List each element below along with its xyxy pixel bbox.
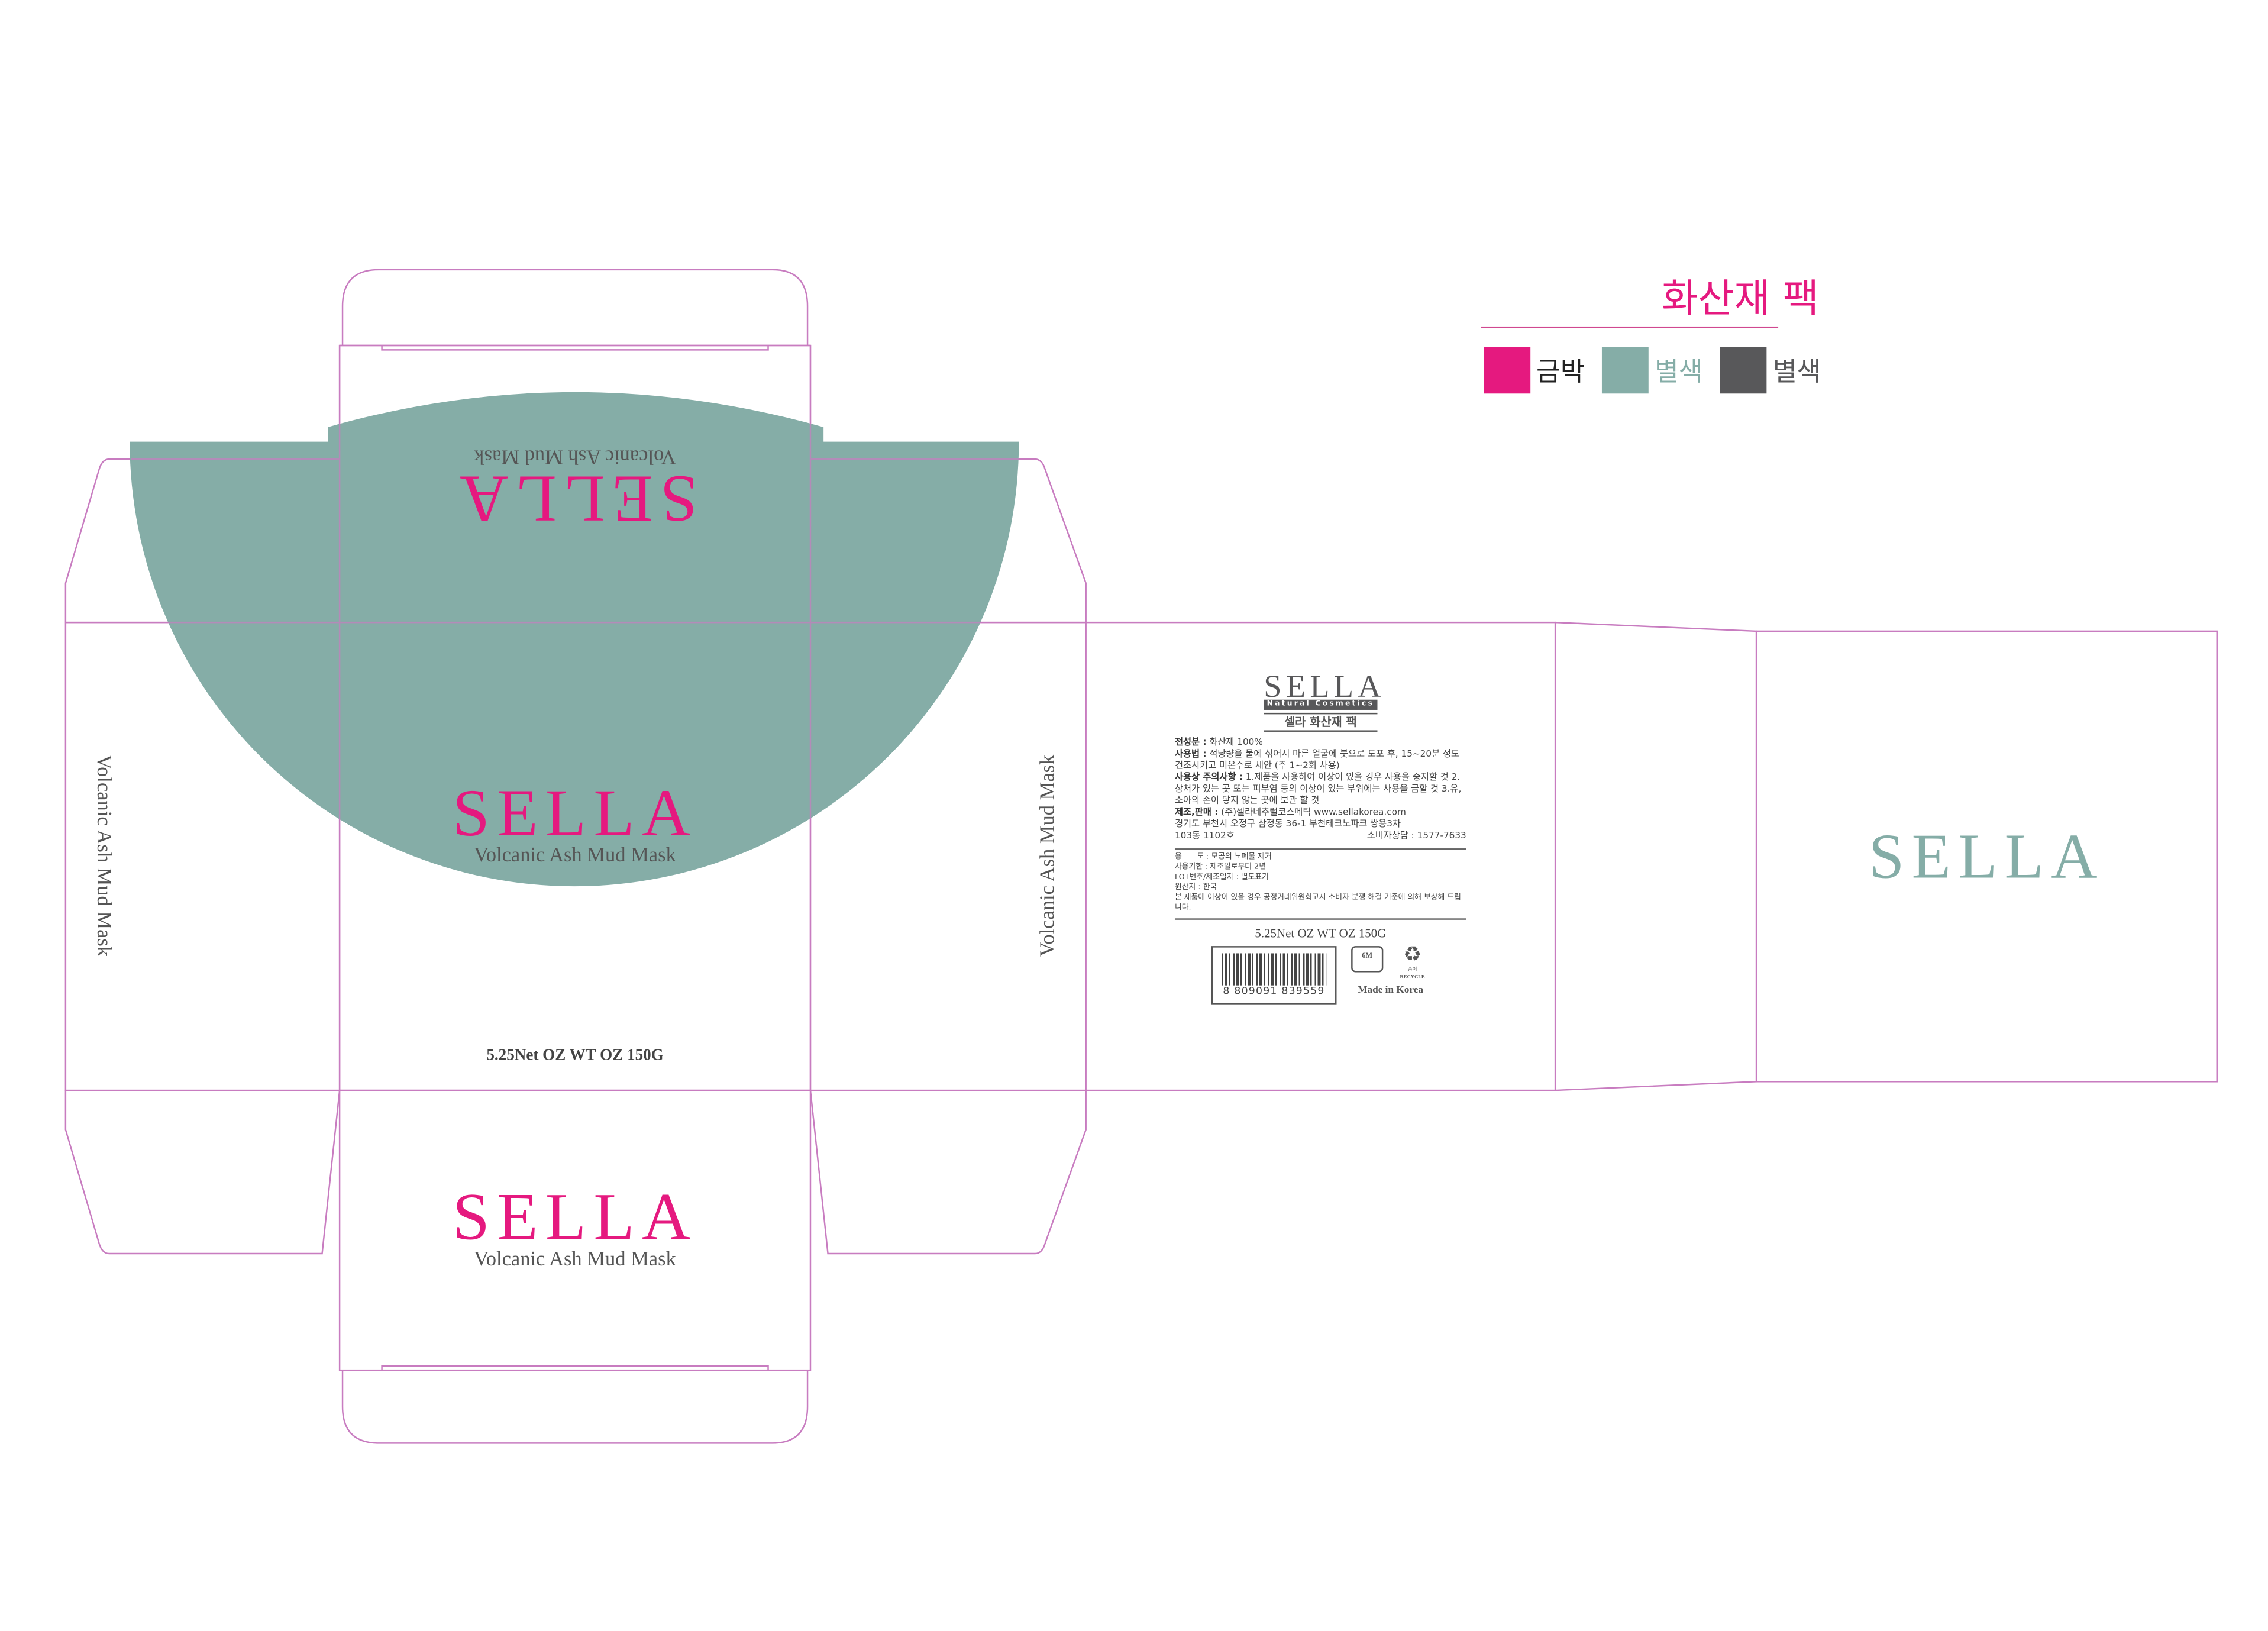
bottom-panel <box>338 1089 812 1371</box>
bottom-right-dust-flap <box>809 1090 1087 1255</box>
right-side-product-name: Volcanic Ash Mud Mask <box>1038 754 1060 957</box>
lot: LOT번호/제조일자 : 별도표기 <box>1174 873 1269 882</box>
notice: 본 제품에 이상이 있을 경우 공정거래위원회고시 소비자 분쟁 해결 기준에 … <box>1174 893 1461 913</box>
bottom-tuck-flap <box>341 1370 809 1444</box>
back-net-weight: 5.25Net OZ WT OZ 150G <box>1255 925 1387 941</box>
recycle-label: RECYCLE <box>1400 973 1425 980</box>
swatch-pink <box>1484 347 1531 394</box>
product-name: Volcanic Ash Mud Mask <box>474 845 676 868</box>
back-logo: SELLA Natural Cosmetics 셀라 화산재 팩 <box>1264 667 1385 732</box>
maker: (주)셀라네추럴코스메틱 www.sellakorea.com <box>1221 808 1406 818</box>
color-legend: 금박 별색 별색 <box>1484 347 1833 394</box>
expiry: 사용기한 : 제조일로부터 2년 <box>1174 863 1266 872</box>
top-panel-branding: SELLA Volcanic Ash Mud Mask <box>340 444 810 537</box>
net-weight: 5.25Net OZ WT OZ 150G <box>486 1047 664 1064</box>
barcode: 8 809091 839559 <box>1211 946 1337 1005</box>
ingredients: 화산재 100% <box>1209 737 1263 748</box>
made-in-korea: Made in Korea <box>1358 984 1424 996</box>
front-panel-branding: SELLA Volcanic Ash Mud Mask <box>340 775 810 868</box>
logo-main: SELLA <box>1264 667 1385 705</box>
brand-logo: SELLA <box>452 1179 698 1254</box>
swatch-gray <box>1720 347 1767 394</box>
address2: 103동 1102호 <box>1174 831 1235 841</box>
barcode-bars <box>1221 953 1327 986</box>
consult: 소비자상담 : 1577-7633 <box>1366 831 1466 841</box>
swatch-teal <box>1602 347 1649 394</box>
logo-sub: Natural Cosmetics <box>1264 699 1378 710</box>
glue-flap <box>1555 621 1757 1091</box>
side-panel-logo: SELLA <box>1868 821 2105 892</box>
product-ko: 셀라 화산재 팩 <box>1264 712 1378 732</box>
back-footer: 8 809091 839559 6M ♻ 종이 RECYCLE Made in … <box>1175 945 1466 1005</box>
legend-label: 금박 <box>1536 357 1585 388</box>
barcode-digit: 839559 <box>1281 985 1325 997</box>
teal-semicircle <box>130 392 1019 887</box>
address: 경기도 부천시 오정구 삼정동 36-1 부천테크노파크 쌍용3차 <box>1174 819 1401 830</box>
back-marks: 6M ♻ 종이 RECYCLE Made in Korea <box>1351 945 1430 997</box>
back-info: 전성분 : 화산재 100% 사용법 : 적당량을 물에 섞어서 마른 얼굴에 … <box>1175 738 1466 842</box>
caution: 1.제품을 사용하여 이상이 있을 경우 사용을 중지할 것 2.상처가 있는 … <box>1174 772 1462 806</box>
back-specs: 용 도 : 모공의 노폐물 제거 사용기한 : 제조일로부터 2년 LOT번호/… <box>1174 848 1466 920</box>
header-divider <box>1481 326 1779 328</box>
product-name: Volcanic Ash Mud Mask <box>474 444 676 467</box>
legend-label: 별색 <box>1772 357 1821 388</box>
pao-label: 6M <box>1362 953 1373 961</box>
label: 사용법 : <box>1174 749 1207 760</box>
brand-logo: SELLA <box>452 775 698 850</box>
recycle-material: 종이 <box>1407 966 1417 973</box>
bottom-panel-branding: SELLA Volcanic Ash Mud Mask <box>340 1179 810 1271</box>
top-tuck-flap <box>341 269 809 345</box>
pao-jar-icon: 6M <box>1351 946 1384 973</box>
label: 사용상 주의사항 : <box>1174 772 1243 783</box>
side-panel <box>1755 630 2218 1083</box>
usage: 적당량을 물에 섞어서 마른 얼굴에 붓으로 도포 후, 15~20분 정도 건… <box>1174 749 1460 771</box>
label: 제조,판매 : <box>1174 808 1219 818</box>
purpose: 용 도 : 모공의 노폐물 제거 <box>1174 852 1272 862</box>
legend-label: 별색 <box>1654 357 1703 388</box>
recycle-icon: ♻ 종이 RECYCLE <box>1395 945 1430 981</box>
bottom-left-dust-flap <box>64 1090 341 1255</box>
left-side-product-name: Volcanic Ash Mud Mask <box>92 754 114 957</box>
label: 전성분 : <box>1174 737 1207 748</box>
barcode-digit: 8 <box>1223 985 1230 997</box>
brand-logo: SELLA <box>452 462 698 537</box>
origin: 원산지 : 한국 <box>1174 883 1217 892</box>
barcode-digit: 809091 <box>1234 985 1278 997</box>
product-name: Volcanic Ash Mud Mask <box>474 1249 676 1271</box>
back-panel: SELLA Natural Cosmetics 셀라 화산재 팩 전성분 : 화… <box>1174 667 1466 1005</box>
header-title: 화산재 팩 <box>1661 277 1819 322</box>
